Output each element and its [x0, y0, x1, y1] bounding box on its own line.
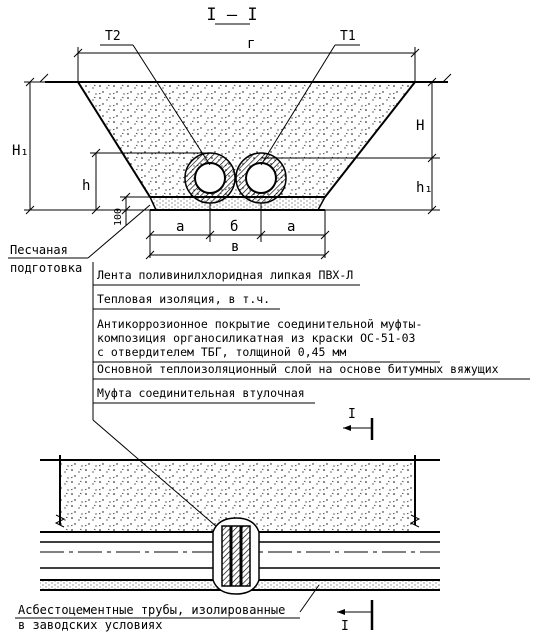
dim-sand-tick-bottom	[121, 205, 131, 215]
dim-a-left-text: a	[176, 219, 184, 235]
section-mark-upper: I	[343, 407, 374, 440]
dim-a-right-text: a	[287, 219, 295, 235]
bottom-label-leader	[299, 584, 320, 613]
section-mark-upper-arrowhead	[343, 425, 351, 431]
pipe-t1-label: T1	[340, 29, 356, 44]
pipe-t1-leader	[260, 44, 336, 166]
sand-label-line2: подготовка	[10, 261, 82, 275]
dim-h-tick-bottom	[91, 205, 101, 215]
dim-h1-right-text: h₁	[416, 180, 433, 196]
long-break-right	[409, 514, 421, 528]
layer-4-text: Основной теплоизоляционный слой на основ…	[97, 362, 499, 376]
dim-h1-right-tick-bottom	[427, 205, 437, 215]
pipe-t1	[235, 152, 287, 204]
dim-b-text: б	[230, 219, 238, 235]
dim-sand-text: 100	[113, 208, 124, 226]
dim-h1-tick-bottom	[25, 205, 35, 215]
dim-h-tick-top	[91, 148, 101, 158]
dim-h1-text: H₁	[12, 143, 29, 159]
section-mark-lower-text: I	[341, 619, 349, 634]
pipe-t2-label: T2	[105, 29, 121, 44]
dim-top-width-text: г	[247, 36, 255, 52]
section-mark-lower-arrowhead	[337, 609, 345, 615]
layer-2-text: Тепловая изоляция, в т.ч.	[97, 292, 270, 306]
dimensions	[24, 47, 448, 260]
sand-bedding	[148, 196, 327, 211]
long-break-left	[54, 514, 66, 528]
bottom-label-line2: в заводских условиях	[18, 618, 163, 632]
ground-tick-right	[442, 73, 452, 83]
dim-a-tick-4	[320, 230, 330, 240]
sand-label-leader	[87, 204, 151, 259]
layer-3-text: Антикоррозионное покрытие соединительной…	[97, 317, 422, 331]
pipe-t2-leader	[132, 44, 211, 166]
trench-section: T2 T1	[39, 29, 452, 211]
dim-top-tick-right	[410, 48, 420, 58]
dim-bigh-tick-top	[427, 77, 437, 87]
layer-5-text: Муфта соединительная втулочная	[97, 386, 305, 400]
section-mark-upper-text: I	[348, 407, 356, 422]
section-mark-lower: I	[337, 600, 374, 634]
section-title: I – I	[206, 5, 257, 25]
dim-bottom-tick-left	[145, 250, 155, 260]
dim-top-tick-left	[73, 48, 83, 58]
pipe-t2	[184, 152, 236, 204]
dim-h-text: h	[82, 178, 90, 194]
layer-3-text-line2: композиция органосиликатная из краски ОС…	[97, 331, 416, 345]
pipe-t1-bore	[245, 162, 277, 194]
dim-sand-tick-top	[121, 192, 131, 202]
longitudinal-section	[40, 455, 440, 595]
dim-h1-tick-top	[25, 77, 35, 87]
layer-callouts: Лента поливинилхлоридная липкая ПВХ-Л Те…	[92, 262, 530, 541]
joint-coupling	[221, 525, 251, 587]
layer-3-text-line3: с отвердителем ТБГ, толщиной 0,45 мм	[97, 345, 346, 359]
dim-bottom-tick-right	[320, 250, 330, 260]
dim-a-tick-3	[256, 230, 266, 240]
pipe-t2-bore	[194, 162, 226, 194]
dim-bottom-width-text: в	[231, 239, 239, 255]
dim-bigh-text: H	[416, 118, 424, 134]
bottom-label-line1: Асбестоцементные трубы, изолированные	[18, 603, 285, 617]
layer-1-text: Лента поливинилхлоридная липкая ПВХ-Л	[97, 268, 353, 282]
dim-a-tick-2	[205, 230, 215, 240]
ground-tick-left	[39, 73, 49, 83]
dim-a-tick-1	[145, 230, 155, 240]
sand-label-line1: Песчаная	[10, 243, 68, 257]
